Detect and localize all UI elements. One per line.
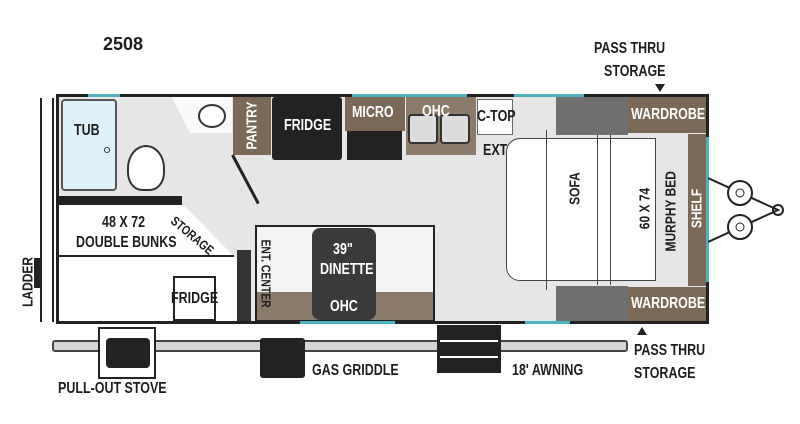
storage-bottom xyxy=(556,286,628,321)
dinette-label: DINETTE xyxy=(320,261,374,278)
window xyxy=(706,137,709,282)
dinette-table xyxy=(312,228,376,320)
window xyxy=(514,94,584,97)
sofa-label: SOFA xyxy=(566,172,584,205)
outdoor-fridge xyxy=(173,276,216,321)
murphy-size: 60 X 74 xyxy=(636,187,654,230)
storage-top xyxy=(556,97,628,135)
wardrobe-top xyxy=(628,97,706,133)
ent-center-label: ENT. CENTER xyxy=(258,239,274,308)
ext-label: EXT. xyxy=(483,142,510,159)
outdoor-fridge-label: FRIDGE xyxy=(171,290,219,307)
shelf xyxy=(688,134,706,286)
window xyxy=(525,321,570,324)
tub-label: TUB xyxy=(74,122,100,139)
pass-thru-top-label-1: PASS THRU xyxy=(594,40,666,57)
step-line xyxy=(440,356,498,358)
model-number: 2508 xyxy=(103,34,144,54)
tub xyxy=(61,99,117,191)
kitchen-sink-right xyxy=(440,114,470,144)
entry-steps xyxy=(437,325,501,373)
arrow-up-icon xyxy=(637,327,647,335)
bunks-label: DOUBLE BUNKS xyxy=(76,234,177,251)
arrow-down-icon xyxy=(655,84,665,92)
ladder-mount xyxy=(34,258,42,288)
awning-label: 18' AWNING xyxy=(512,362,584,379)
pass-thru-bottom-label-1: PASS THRU xyxy=(634,342,706,359)
micro-label: MICRO xyxy=(352,104,394,121)
counter-top-extension xyxy=(477,99,513,135)
gas-griddle-label: GAS GRIDDLE xyxy=(312,362,399,379)
window xyxy=(352,94,467,97)
drain-icon xyxy=(104,147,110,153)
sink-icon xyxy=(198,104,226,128)
pantry-label: PANTRY xyxy=(243,101,261,150)
ladder xyxy=(40,98,54,322)
wardrobe-top-label: WARDROBE xyxy=(631,106,706,123)
step-line xyxy=(440,340,498,342)
gas-griddle xyxy=(260,338,305,378)
kitchen-ohc-label: OHC xyxy=(422,103,450,120)
wardrobe-bottom-label: WARDROBE xyxy=(631,295,706,312)
pass-thru-bottom-label-2: STORAGE xyxy=(634,365,696,382)
fridge xyxy=(272,97,342,160)
window xyxy=(300,321,395,324)
ctop-label: C-TOP xyxy=(477,108,516,125)
wardrobe-bottom xyxy=(628,287,706,321)
pantry xyxy=(233,97,271,155)
wall xyxy=(57,196,182,205)
dinette-ohc-label: OHC xyxy=(330,298,358,315)
window xyxy=(88,94,120,97)
sofa-cushion-lines xyxy=(597,135,611,285)
entry-door xyxy=(237,250,251,321)
shelf-label: SHELF xyxy=(688,188,706,229)
pull-out-stove-label: PULL-OUT STOVE xyxy=(58,380,167,397)
stove-burners-icon xyxy=(106,338,150,368)
murphy-bed xyxy=(506,138,656,281)
toilet-icon xyxy=(127,145,165,191)
ladder-label: LADDER xyxy=(19,256,37,307)
kitchen-sink-left xyxy=(408,114,438,144)
dinette-size: 39" xyxy=(333,241,353,258)
bunks-size: 48 X 72 xyxy=(102,214,146,231)
sofa-edge xyxy=(546,130,549,290)
microwave xyxy=(345,97,405,131)
hitch-icon xyxy=(708,177,784,243)
fridge-label: FRIDGE xyxy=(284,117,332,134)
stove xyxy=(347,131,402,160)
pass-thru-top-label-2: STORAGE xyxy=(604,63,666,80)
murphy-label: MURPHY BED xyxy=(662,171,680,252)
bunk-divider xyxy=(59,255,234,257)
